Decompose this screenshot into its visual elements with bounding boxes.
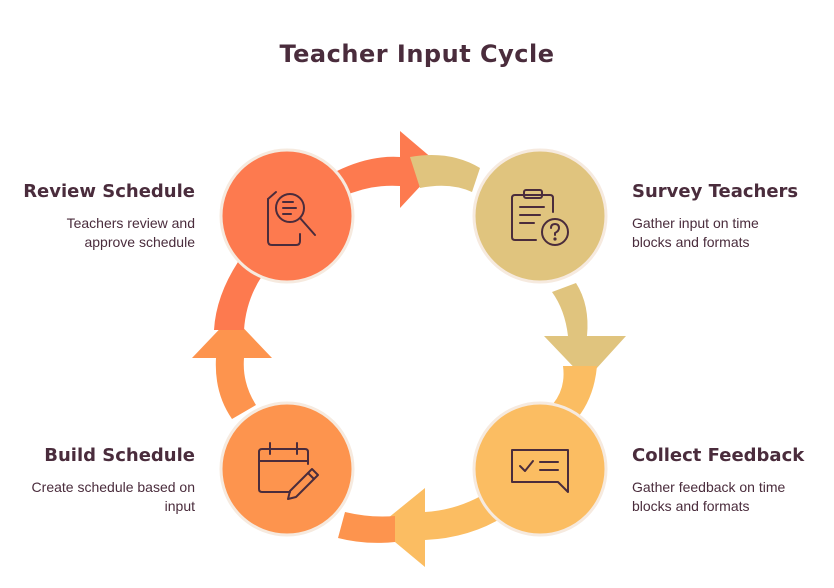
arrow-review-to-survey: [337, 131, 440, 208]
arrow-tail-build: [338, 512, 395, 543]
build-schedule-title: Build Schedule: [44, 445, 195, 466]
collect-feedback-description: Gather feedback on time blocks and forma…: [632, 479, 786, 514]
feedback-chat-icon: [511, 449, 569, 493]
collect-feedback-title: Collect Feedback: [632, 445, 805, 466]
arrow-tail-review: [214, 262, 262, 330]
build-schedule-description: Create schedule based on input: [31, 479, 195, 514]
clipboard-question-icon: [511, 189, 569, 246]
build-circle: [219, 401, 355, 537]
calendar-edit-icon: [258, 442, 319, 500]
arrow-collect-to-build: [377, 488, 505, 567]
arrow-survey-to-collect: [544, 283, 626, 380]
survey-teachers-description: Gather input on time blocks and formats: [632, 215, 759, 250]
review-schedule-description: Teachers review and approve schedule: [66, 215, 195, 250]
review-document-icon: [267, 191, 316, 246]
review-schedule-title: Review Schedule: [23, 181, 195, 202]
review-circle: [219, 148, 355, 284]
arrow-build-to-review: [192, 316, 272, 419]
arrow-tail-survey: [410, 155, 480, 192]
diagram-title: Teacher Input Cycle: [279, 40, 555, 68]
survey-teachers-title: Survey Teachers: [632, 181, 799, 202]
